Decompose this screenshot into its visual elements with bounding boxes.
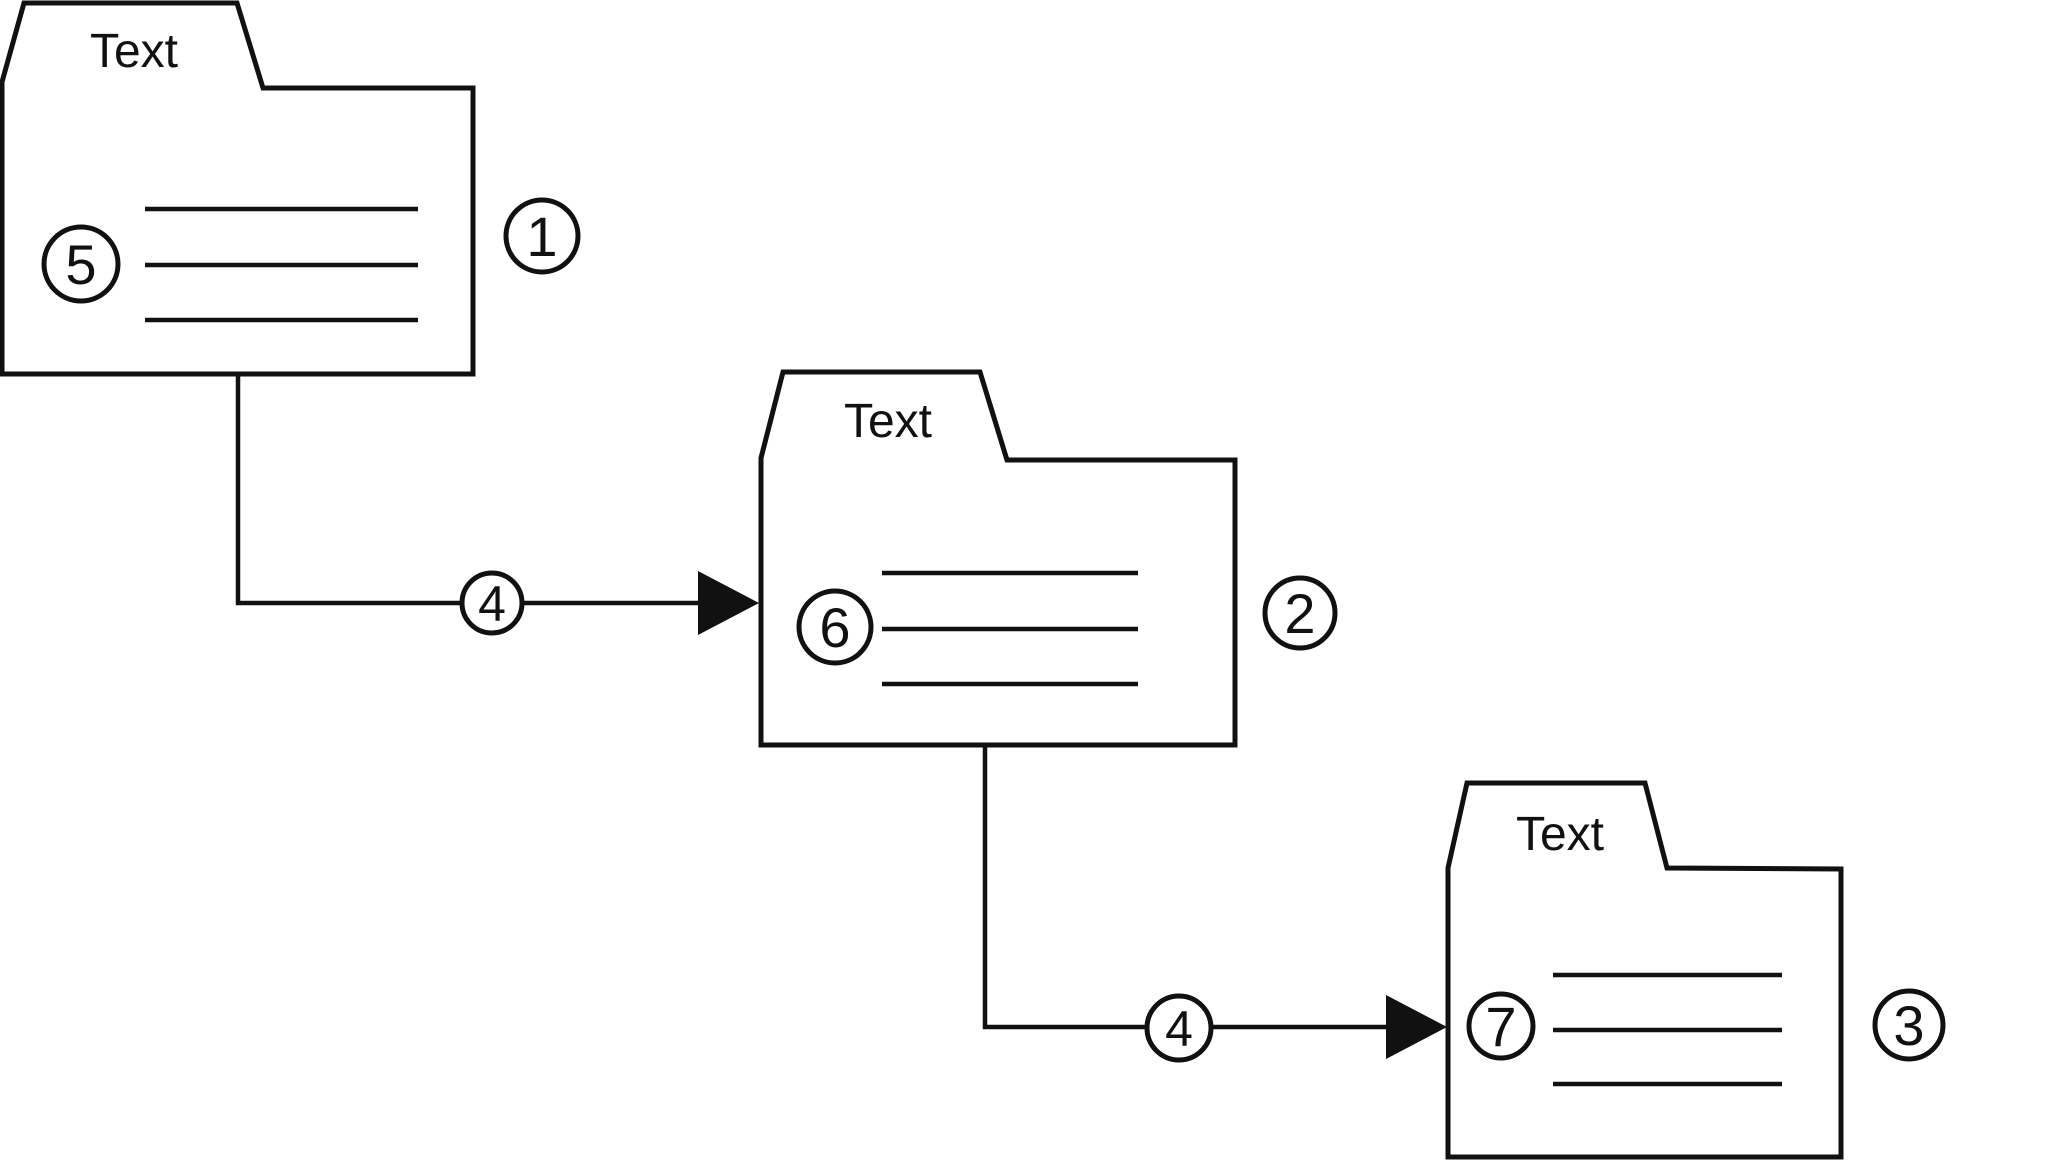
arrowhead-icon [698, 571, 759, 635]
node-ref-circle [503, 197, 581, 275]
folder-content-lines [882, 570, 1138, 687]
folder-node-1: Text 5 1 [0, 0, 581, 377]
node-ref-label: 3 [1893, 994, 1924, 1057]
folder-shape [1445, 780, 1844, 1160]
folder-tab-label: Text [1516, 808, 1604, 861]
folder-shape [0, 0, 476, 377]
node-ref-circle [1262, 575, 1338, 651]
edge-connector-line [982, 745, 1388, 1030]
edge-label-circle [459, 570, 525, 636]
badge-circle [41, 224, 121, 304]
folder-shape [758, 369, 1238, 748]
node-ref-label: 2 [1284, 582, 1315, 645]
folder-node-2: Text 6 2 [758, 369, 1338, 748]
folder-tab-label: Text [844, 395, 932, 448]
edge-node1-to-node2: 4 [235, 374, 759, 636]
edge-connector-line [235, 374, 700, 606]
edge-node2-to-node3: 4 [982, 745, 1447, 1063]
folder-tab-label: Text [90, 25, 178, 78]
folder-content-lines [1553, 972, 1782, 1087]
node-ref-label: 1 [526, 205, 557, 268]
arrowhead-icon [1386, 995, 1447, 1059]
folder-content-lines [145, 206, 418, 323]
badge-circle [1466, 991, 1536, 1061]
badge-label: 5 [65, 233, 96, 296]
edge-label-circle [1144, 993, 1214, 1063]
edge-label: 4 [1165, 1001, 1193, 1057]
badge-label: 7 [1485, 995, 1516, 1058]
folder-node-3: Text 7 3 [1445, 780, 1946, 1160]
edge-label: 4 [478, 576, 506, 632]
badge-label: 6 [819, 596, 850, 659]
badge-circle [796, 588, 874, 666]
node-ref-circle [1872, 988, 1946, 1062]
